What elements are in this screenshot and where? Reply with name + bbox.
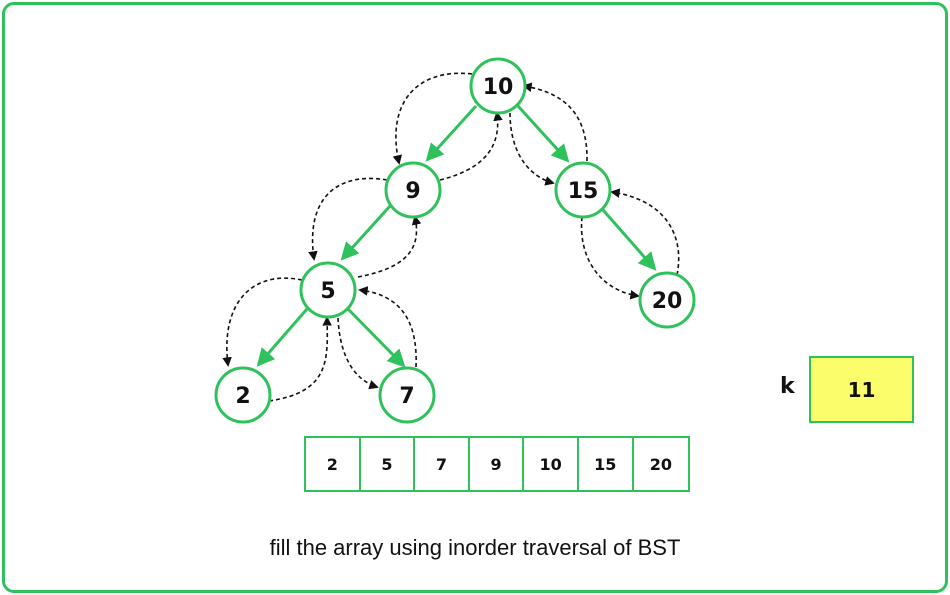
- tree-edges: [256, 104, 657, 368]
- traversal-9-down-5: [308, 177, 388, 261]
- tree-node-9: 9: [384, 161, 442, 219]
- diagram-caption: fill the array using inorder traversal o…: [269, 535, 681, 560]
- node-label-15: 15: [568, 179, 599, 204]
- tree-node-20: 20: [638, 271, 696, 329]
- node-label-9: 9: [405, 179, 420, 204]
- edge-10-15: [516, 104, 570, 163]
- tree-node-5: 5: [299, 261, 357, 319]
- array-cell: 7: [415, 438, 470, 490]
- traversal-10-down-9: [392, 72, 473, 165]
- traversal-15-down-20: [580, 216, 640, 300]
- k-label: k: [780, 374, 795, 399]
- array-cell: 2: [306, 438, 361, 490]
- inorder-array: 2 5 7 9 10 15 20: [304, 436, 691, 492]
- traversal-15-up-10: [522, 82, 588, 162]
- tree-node-7: 7: [378, 366, 436, 424]
- traversal-9-up-10: [439, 111, 503, 181]
- traversal-5-up-9: [357, 215, 422, 278]
- traversal-5-down-7: [337, 317, 379, 390]
- traversal-7-up-5: [358, 286, 417, 368]
- traversal-10-down-15: [509, 112, 555, 186]
- k-value-box: 11: [809, 356, 914, 423]
- edge-9-5: [340, 204, 392, 261]
- traversal-path: [222, 72, 680, 402]
- array-cell: 9: [470, 438, 525, 490]
- node-label-10: 10: [483, 75, 514, 100]
- node-label-20: 20: [652, 289, 683, 314]
- tree-nodes: 10 9 15 5 20 2: [214, 57, 696, 424]
- node-label-5: 5: [320, 279, 335, 304]
- edge-5-7: [346, 307, 406, 368]
- tree-node-2: 2: [214, 366, 272, 424]
- edge-10-9: [425, 104, 478, 162]
- array-cell: 10: [524, 438, 579, 490]
- array-cell: 15: [579, 438, 634, 490]
- array-cell: 5: [361, 438, 416, 490]
- node-label-2: 2: [235, 384, 250, 409]
- array-cell: 20: [649, 454, 672, 474]
- traversal-2-up-5: [268, 316, 332, 402]
- edge-15-20: [601, 209, 657, 271]
- tree-node-10: 10: [469, 57, 527, 115]
- node-label-7: 7: [399, 384, 414, 409]
- traversal-5-down-2: [222, 277, 303, 367]
- edge-5-2: [256, 308, 309, 367]
- tree-node-15: 15: [554, 161, 612, 219]
